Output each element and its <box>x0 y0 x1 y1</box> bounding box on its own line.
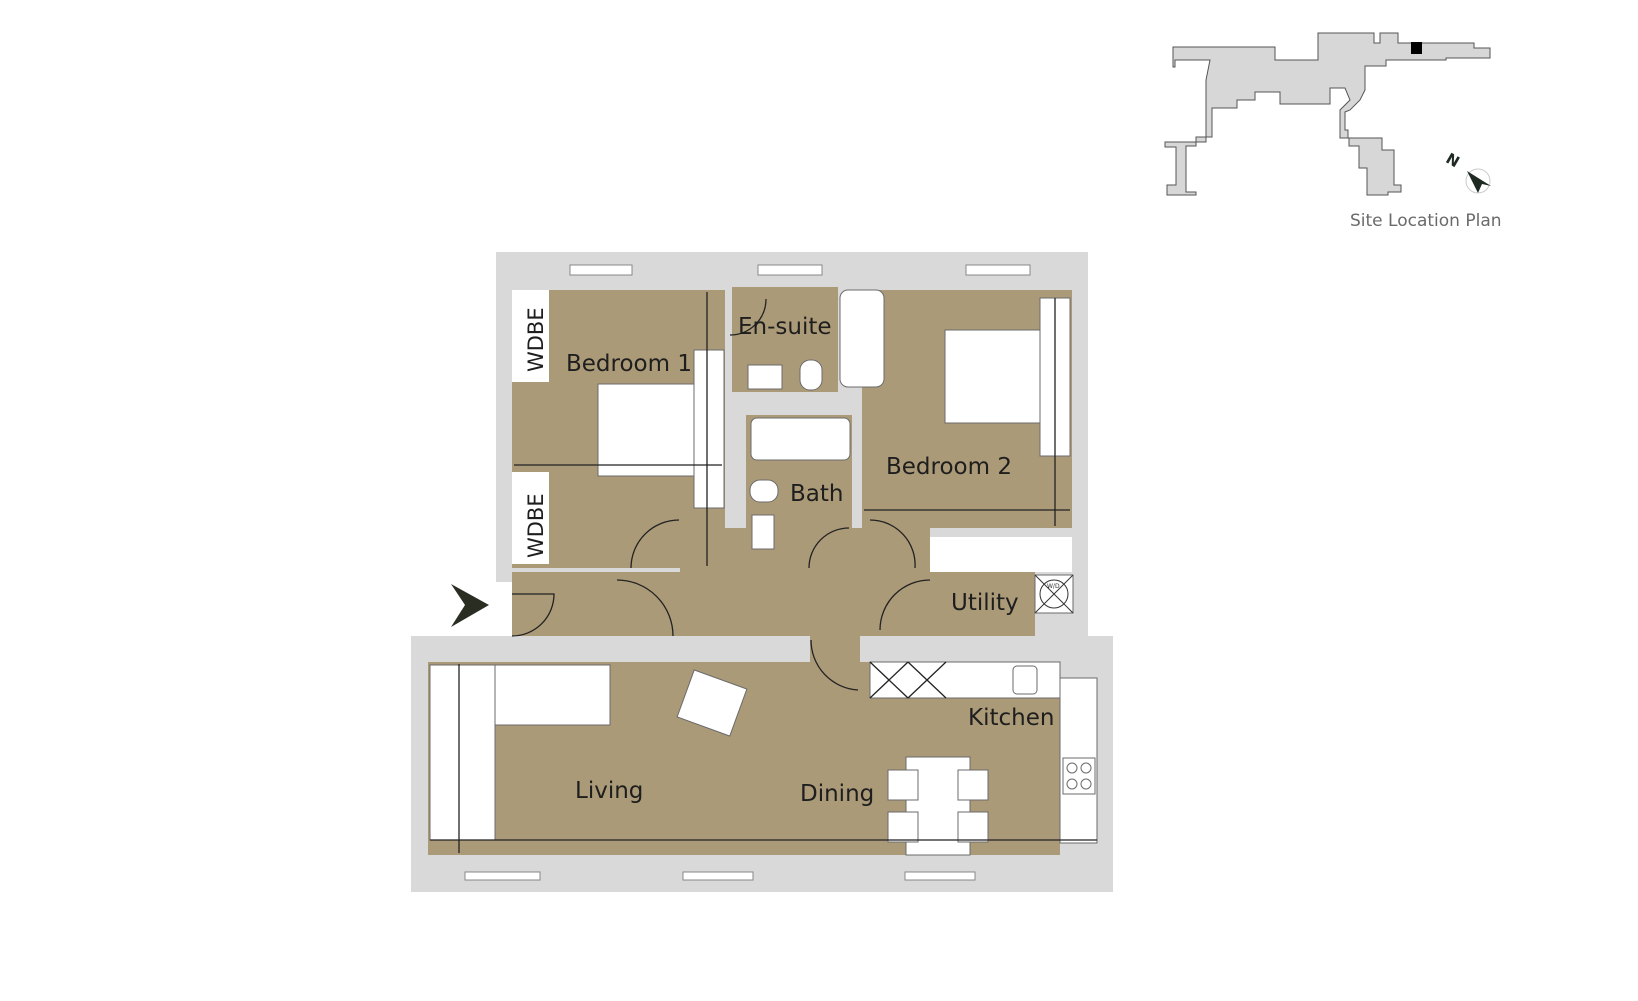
site-building-outline <box>1164 32 1491 196</box>
north-arrow-icon: N <box>1443 149 1491 194</box>
room-hallway-corridor <box>680 528 930 578</box>
dining-table <box>887 756 989 856</box>
site-plan-label: Site Location Plan <box>1350 211 1502 231</box>
label-en-suite: En-suite <box>738 314 832 340</box>
bathtub <box>750 417 851 461</box>
washer-dryer: W/D <box>1034 574 1074 614</box>
entrance-arrow-icon <box>451 584 489 627</box>
label-utility: Utility <box>951 590 1019 616</box>
kitchen-counter <box>869 661 1098 844</box>
label-bath: Bath <box>790 481 843 507</box>
site-apartment-highlight <box>1411 42 1422 54</box>
room-hall-link <box>810 636 860 666</box>
utility-cupboard <box>930 537 1072 572</box>
bed-bedroom-1 <box>597 349 725 509</box>
bed-bedroom-2 <box>944 297 1071 457</box>
ensuite-toilet <box>799 359 823 391</box>
sofa <box>429 664 611 841</box>
door-swings <box>511 298 931 691</box>
wardrobe-bottom <box>512 472 549 564</box>
label-living: Living <box>575 778 643 804</box>
label-dining: Dining <box>800 781 874 807</box>
armchair <box>676 669 748 737</box>
label-bedroom-1: Bedroom 1 <box>566 351 692 377</box>
room-utility <box>930 572 1035 636</box>
bath-toilet <box>749 479 779 503</box>
wardrobe-top-label: WDBE <box>524 307 548 372</box>
ensuite-shower-bath <box>839 289 885 388</box>
kitchen-sink <box>1012 665 1038 695</box>
site-location-plan: N Site Location Plan <box>1164 32 1502 231</box>
ensuite-basin <box>747 364 783 390</box>
wardrobe-top <box>512 290 549 382</box>
svg-text:N: N <box>1443 149 1463 171</box>
hob <box>1062 757 1096 795</box>
windows <box>464 264 1031 881</box>
wardrobe-bottom-label: WDBE <box>524 493 548 558</box>
label-kitchen: Kitchen <box>968 705 1054 731</box>
label-bedroom-2: Bedroom 2 <box>886 454 1012 480</box>
bath-basin <box>751 514 775 550</box>
svg-text:W/D: W/D <box>1047 583 1060 590</box>
dimension-lines <box>430 292 1097 853</box>
